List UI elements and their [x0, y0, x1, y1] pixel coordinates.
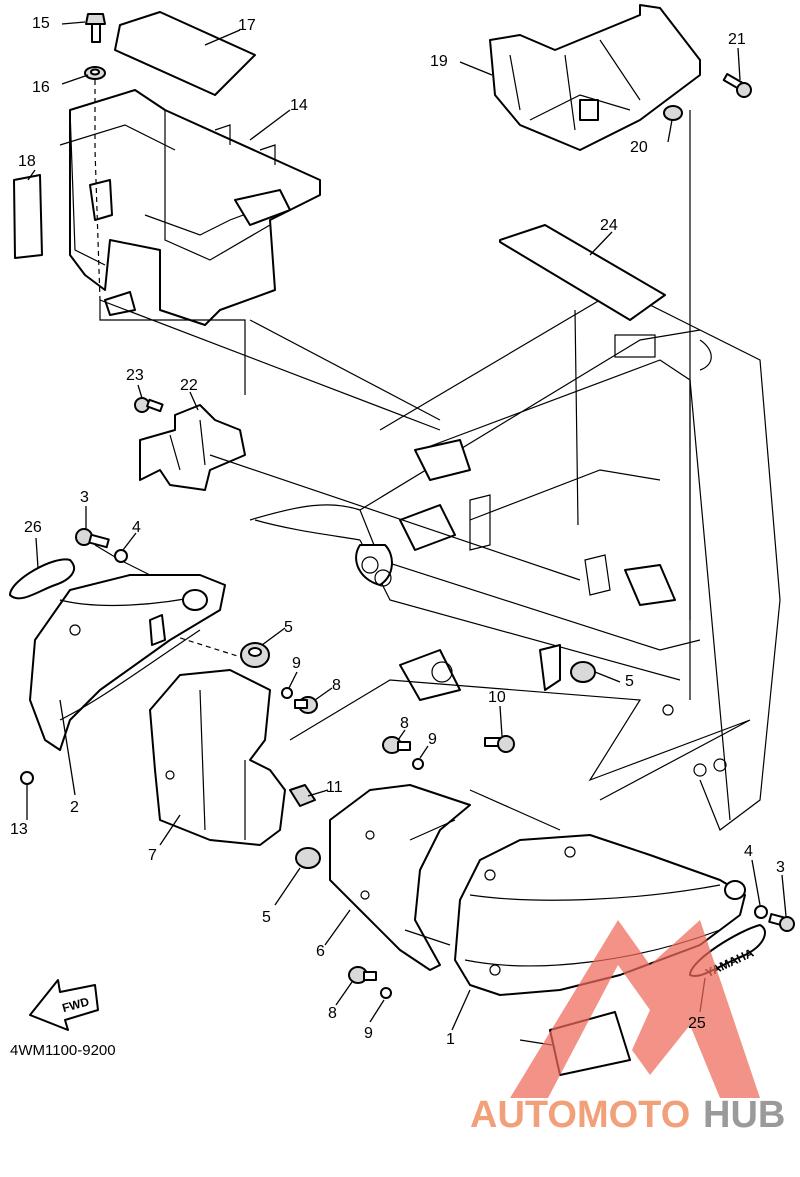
callout-9a: 9 [292, 655, 301, 672]
bolt-3b [768, 913, 795, 932]
callout-11: 11 [326, 779, 343, 796]
nut-19 [663, 105, 683, 121]
side-cover-2 [29, 574, 226, 751]
callout-6: 6 [316, 943, 325, 960]
bolt-10 [484, 735, 515, 753]
callout-15: 16 [32, 79, 50, 96]
callout-3a: 3 [80, 489, 89, 506]
bracket-18 [489, 4, 701, 151]
callout-17: 18 [18, 153, 36, 170]
callout-9c: 9 [364, 1025, 373, 1042]
callout-5a: 5 [284, 619, 293, 636]
washer-12 [20, 771, 34, 785]
callout-12: 13 [10, 821, 28, 838]
washer-4a [114, 549, 128, 563]
bolt-8c [348, 966, 377, 984]
fwd-arrow [29, 979, 99, 1031]
gasket-25 [9, 558, 75, 600]
callout-2: 2 [70, 799, 79, 816]
callout-13: 14 [290, 97, 308, 114]
washer-9b [412, 758, 424, 770]
callout-4b: 4 [744, 843, 753, 860]
callout-7: 7 [148, 847, 157, 864]
callout-5b: 5 [625, 673, 634, 690]
callout-8b: 8 [400, 715, 409, 732]
bolt-14 [85, 13, 106, 43]
grommet-5c [295, 847, 321, 869]
callouts: 15 16 17 14 18 19 20 21 24 23 22 26 3 4 … [10, 15, 785, 1048]
washer-9a [281, 687, 293, 699]
callout-18: 19 [430, 53, 448, 70]
watermark-logo [510, 920, 760, 1098]
callout-21: 22 [180, 377, 198, 394]
diagram-code: 4WM1100-9200 [10, 1042, 116, 1059]
callout-23: 24 [600, 217, 618, 234]
frame [249, 299, 781, 831]
grommet-5a [240, 642, 270, 668]
clip-11 [289, 784, 316, 807]
callout-1: 1 [446, 1031, 455, 1048]
callout-8c: 8 [328, 1005, 337, 1022]
watermark-text-hub: HUB [703, 1094, 785, 1136]
callout-10: 10 [488, 689, 506, 706]
battery-box [59, 89, 321, 326]
callout-3b: 3 [776, 859, 785, 876]
callout-5c: 5 [262, 909, 271, 926]
bolt-20 [722, 73, 752, 98]
fwd-label: FWD [61, 994, 91, 1015]
callout-19: 20 [630, 139, 648, 156]
callout-25: 26 [24, 519, 42, 536]
callout-24: 25 [688, 1015, 706, 1032]
watermark-text-auto: AUTOMOTO [470, 1094, 690, 1136]
leader-lines [26, 21, 787, 1046]
callout-14: 15 [32, 15, 50, 32]
pad-16 [114, 11, 256, 96]
callout-16: 17 [238, 17, 256, 34]
pad-23 [499, 224, 666, 321]
bolt-3a [75, 528, 110, 549]
grommet-5b [570, 661, 596, 683]
bolt-8b [382, 736, 411, 754]
bolt-22 [134, 397, 164, 413]
washer-15 [84, 66, 106, 80]
washer-4b [754, 905, 768, 919]
strip-17 [13, 174, 43, 259]
callout-9b: 9 [428, 731, 437, 748]
side-cover-7 [149, 669, 286, 846]
callout-8a: 8 [332, 677, 341, 694]
callout-20: 21 [728, 31, 746, 48]
side-cover-6 [329, 784, 471, 971]
callout-22: 23 [126, 367, 144, 384]
washer-9c [380, 987, 392, 999]
bracket-21 [139, 404, 246, 491]
bolt-8a [294, 696, 318, 714]
callout-4a: 4 [132, 519, 141, 536]
